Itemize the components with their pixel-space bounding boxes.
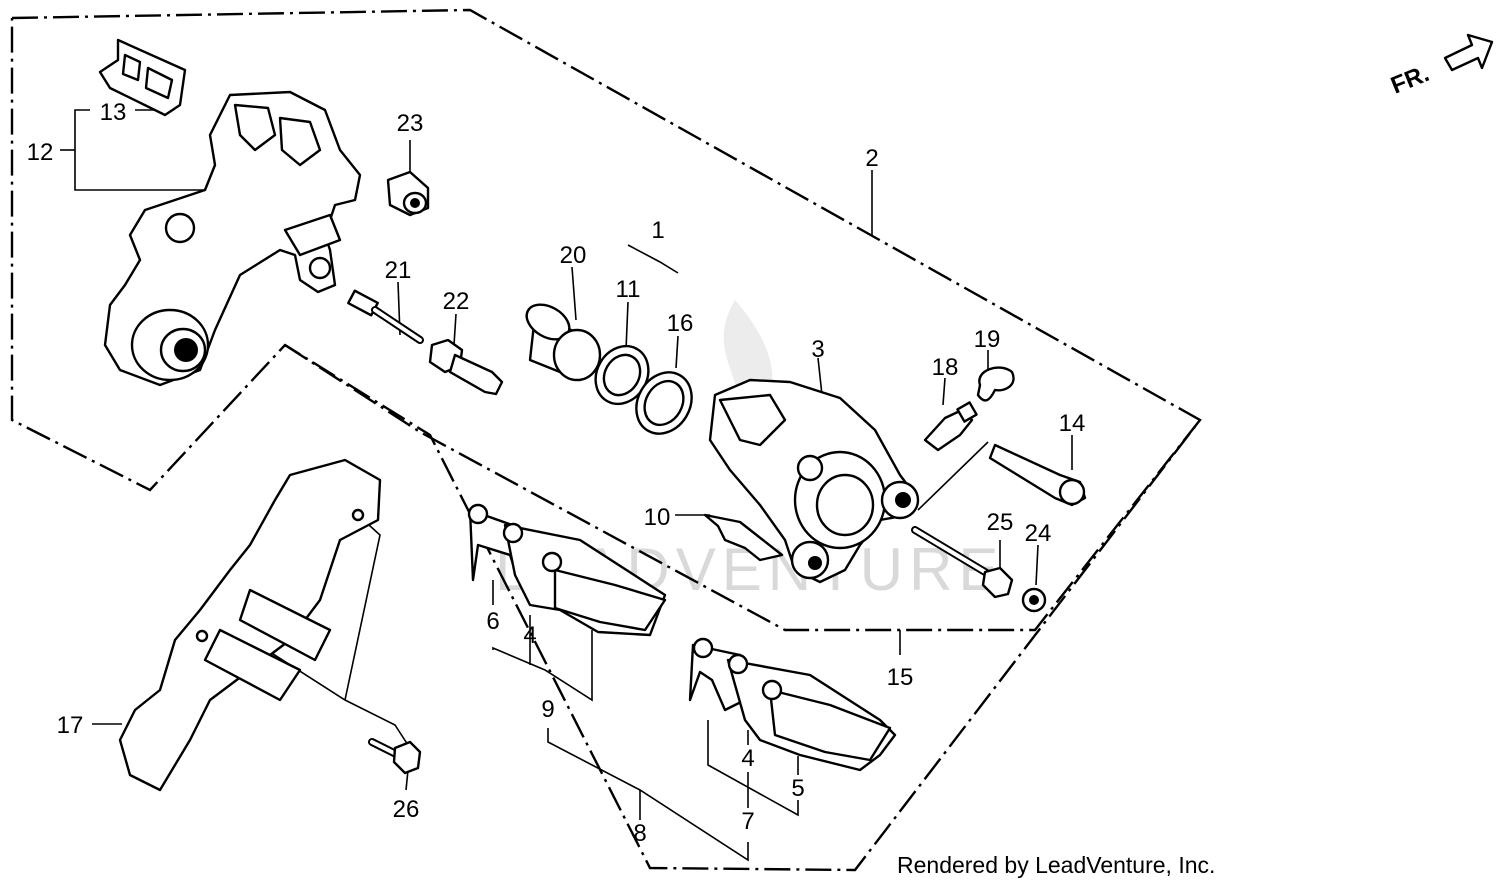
slide-pin <box>428 338 504 396</box>
front-direction-indicator: FR. <box>1387 33 1494 100</box>
caliper-assembly-outline <box>10 8 1202 872</box>
callout-10: 10 <box>644 504 671 531</box>
pad-set-b <box>688 637 897 772</box>
callout-25: 25 <box>987 509 1014 536</box>
callout-4b: 4 <box>741 745 754 772</box>
long-slide-pin <box>911 526 1014 599</box>
callout-16: 16 <box>667 310 694 337</box>
pad-set-a <box>467 503 667 637</box>
callout-numbers: 1 2 3 4 4 5 6 7 8 9 10 11 12 13 14 15 16… <box>27 99 1086 847</box>
caliper-guard <box>118 458 382 792</box>
callout-14: 14 <box>1059 410 1086 437</box>
callout-2: 2 <box>865 145 878 172</box>
callout-1: 1 <box>651 217 664 244</box>
callout-13: 13 <box>100 99 127 126</box>
callout-8: 8 <box>633 820 646 847</box>
callout-18: 18 <box>932 354 959 381</box>
callout-17: 17 <box>57 712 84 739</box>
rubber-cap <box>1021 587 1047 613</box>
front-label: FR. <box>1387 60 1433 100</box>
caliper-body <box>708 378 920 584</box>
callout-6: 6 <box>486 608 499 635</box>
callout-22: 22 <box>443 288 470 315</box>
callout-5: 5 <box>791 775 804 802</box>
pad-clip <box>98 38 187 117</box>
render-credit: Rendered by LeadVenture, Inc. <box>897 852 1215 878</box>
dust-seal <box>635 371 693 435</box>
callout-9: 9 <box>541 696 554 723</box>
group-outlines <box>10 8 1202 872</box>
callout-19: 19 <box>974 326 1001 353</box>
callout-24: 24 <box>1025 520 1052 547</box>
bleeder-valve <box>923 401 978 452</box>
callout-3: 3 <box>811 336 824 363</box>
caliper-bracket <box>103 90 362 387</box>
piston <box>525 303 602 382</box>
leader-lines <box>60 109 1073 862</box>
callout-20: 20 <box>560 242 587 269</box>
flange-bolt <box>368 738 422 775</box>
piston-seal <box>594 344 650 406</box>
pin-clip <box>976 366 1015 402</box>
callout-11: 11 <box>616 276 641 303</box>
caliper-pin-bolt <box>988 443 1087 507</box>
caliper-body-outline <box>284 343 1201 632</box>
callout-4a: 4 <box>523 622 536 649</box>
callout-15: 15 <box>887 664 914 691</box>
pad-spring <box>703 513 784 562</box>
callout-23: 23 <box>397 110 424 137</box>
front-arrow-icon <box>1443 33 1494 72</box>
pin-bolt <box>347 289 424 344</box>
callout-21: 21 <box>385 257 412 284</box>
callout-26: 26 <box>393 796 420 823</box>
callout-12: 12 <box>27 139 54 166</box>
callout-7: 7 <box>741 808 754 835</box>
bleeder-cap <box>386 170 430 217</box>
